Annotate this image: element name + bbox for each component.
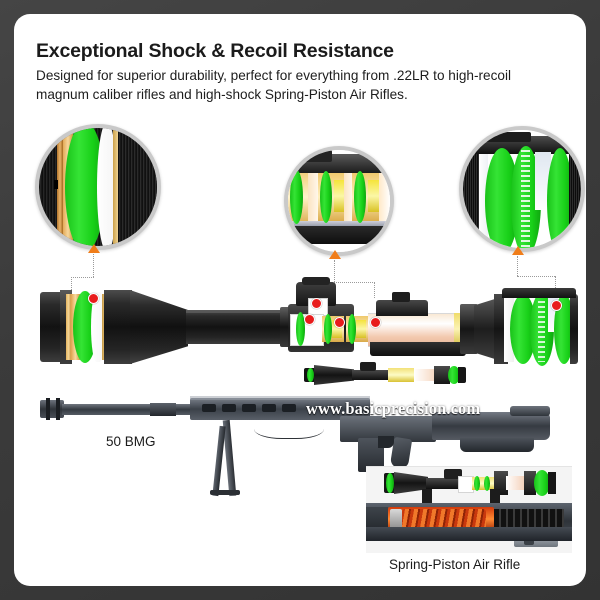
marker-dot-erector-front [304, 314, 315, 325]
callout-circle-ocular-lens [459, 126, 585, 252]
content-card: Exceptional Shock & Recoil Resistance De… [14, 14, 586, 586]
leader-line-ocular [517, 256, 518, 276]
leader-line-ocular-h [517, 276, 555, 277]
marker-dot-turret [311, 298, 322, 309]
site-watermark: www.basicprecision.com [306, 399, 481, 418]
riflescope-cutaway [40, 276, 578, 376]
mounted-scope [304, 362, 494, 388]
callout-circle-objective-lens [35, 124, 161, 250]
marker-dot-erector-rear [370, 317, 381, 328]
leader-line-objective-drop [71, 277, 72, 294]
air-rifle-caption: Spring-Piston Air Rifle [389, 557, 521, 572]
marker-dot-objective [88, 293, 99, 304]
air-rifle-illustration [366, 466, 572, 553]
leader-line-erector-right [374, 282, 375, 298]
rifle-illustration-50bmg [40, 386, 560, 497]
pointer-triangle-erector [329, 250, 341, 259]
marker-dot-ocular [551, 300, 562, 311]
leader-line-objective-h [71, 277, 94, 278]
pointer-triangle-ocular [512, 246, 524, 255]
leader-line-erector-h [309, 282, 375, 283]
rifle-caption: 50 BMG [106, 434, 156, 449]
callout-circle-erector-assembly [284, 146, 394, 256]
page-title: Exceptional Shock & Recoil Resistance [36, 40, 394, 62]
leader-line-objective [93, 254, 94, 277]
leader-line-erector [334, 260, 335, 282]
page-subtitle: Designed for superior durability, perfec… [36, 68, 511, 102]
marker-dot-erector-mid [334, 317, 345, 328]
pointer-triangle-objective [88, 244, 100, 253]
